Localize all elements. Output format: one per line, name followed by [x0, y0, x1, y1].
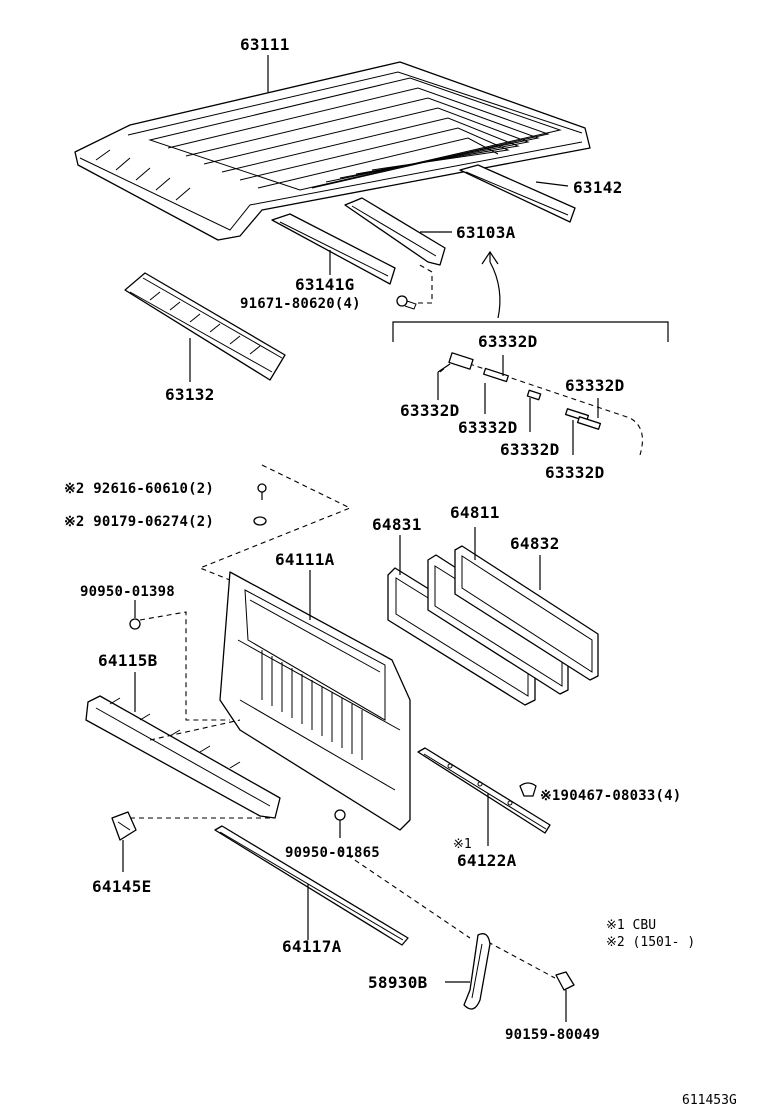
- label-90950-01865: 90950-01865: [285, 845, 380, 861]
- label-64122a-mark: ※1: [453, 837, 472, 852]
- bracket-64145e-drawing: [111, 811, 137, 872]
- label-92616-60610: ※2 92616-60610(2): [64, 481, 214, 497]
- label-64115b: 64115B: [98, 651, 158, 670]
- back-panel-64111a-drawing: [219, 570, 411, 831]
- grommet-90950-01865-drawing: [334, 809, 346, 838]
- figure-id: 611453G: [682, 1093, 737, 1108]
- leader-lines-upper: [189, 55, 569, 382]
- label-63332d-left: 63332D: [400, 401, 460, 420]
- label-63332d-right: 63332D: [565, 376, 625, 395]
- label-90179-06274: ※2 90179-06274(2): [64, 514, 214, 530]
- label-63132: 63132: [165, 385, 215, 404]
- roof-bows-drawing: [271, 164, 576, 285]
- mudguard-58930b-drawing: [339, 849, 575, 1022]
- label-63332d-mid: 63332D: [458, 418, 518, 437]
- label-63111: 63111: [240, 35, 290, 54]
- roof-panel-drawing: [74, 61, 591, 241]
- label-63142: 63142: [573, 178, 623, 197]
- strip-64117a-drawing: [214, 825, 409, 946]
- label-64832: 64832: [510, 534, 560, 553]
- label-91671-80620: 91671-80620(4): [240, 296, 361, 312]
- label-64122a: 64122A: [457, 851, 517, 870]
- label-63332d-bottom: 63332D: [545, 463, 605, 482]
- pad-group-bracket: [392, 250, 669, 342]
- label-63141g: 63141G: [295, 275, 355, 294]
- pads-63332d-drawing: [437, 352, 643, 456]
- strip-64122a-drawing: [417, 747, 551, 846]
- sill-64115b-drawing: [85, 672, 281, 819]
- label-63103a: 63103A: [456, 223, 516, 242]
- header-panel-63132-drawing: [124, 272, 286, 381]
- label-64117a: 64117A: [282, 937, 342, 956]
- note-1: ※1 CBU: [606, 918, 656, 933]
- label-90467-08033: ※190467-08033(4): [540, 788, 681, 804]
- label-64111a: 64111A: [275, 550, 335, 569]
- label-58930b: 58930B: [368, 973, 428, 992]
- grommet-90950-01398-drawing: [129, 600, 230, 721]
- window-glass-drawing: [387, 527, 599, 706]
- label-90950-01398: 90950-01398: [80, 584, 175, 600]
- screws-92616-90179-drawing: [198, 464, 352, 581]
- label-63332d-lower: 63332D: [500, 440, 560, 459]
- label-64145e: 64145E: [92, 877, 152, 896]
- bolt-91671-drawing: [396, 263, 433, 310]
- label-90159-80049: 90159-80049: [505, 1027, 600, 1043]
- label-64831: 64831: [372, 515, 422, 534]
- label-63332d-top: 63332D: [478, 332, 538, 351]
- note-2: ※2 (1501- ): [606, 935, 695, 950]
- label-64811: 64811: [450, 503, 500, 522]
